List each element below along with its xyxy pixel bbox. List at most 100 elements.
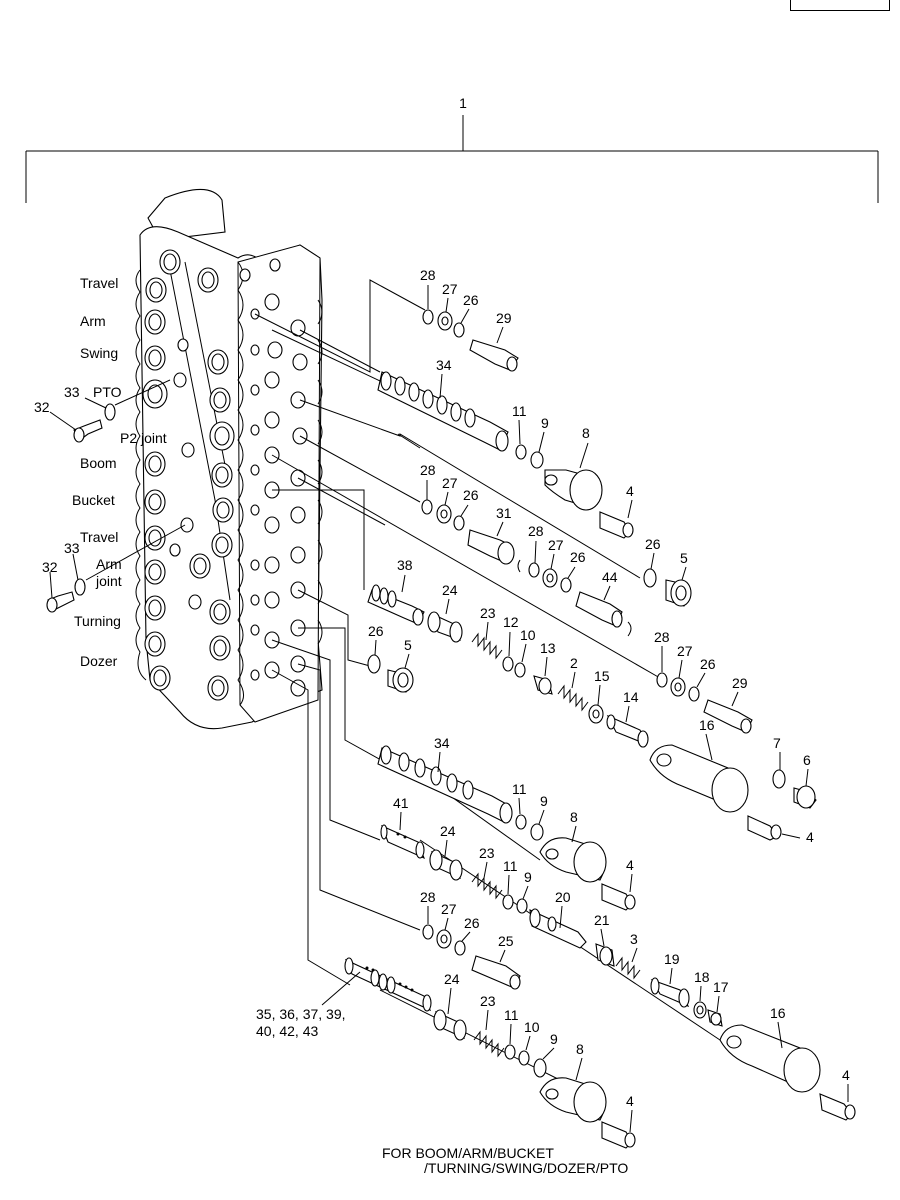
- part-16-b: 16: [770, 1005, 786, 1021]
- part-11-d: 11: [504, 1007, 519, 1023]
- part-4-e: 4: [626, 1093, 634, 1109]
- part-10-b: 10: [524, 1019, 540, 1035]
- part-8-a: 8: [582, 425, 590, 441]
- part-23-a: 23: [480, 605, 496, 621]
- label-turning: Turning: [74, 613, 121, 629]
- parts-row-d: 38 24 23 12 10 13: [367, 557, 556, 695]
- part-15: 15: [594, 668, 610, 684]
- part-9-c: 9: [524, 869, 532, 885]
- part-13: 13: [540, 640, 556, 656]
- cap-group-16-upper: 16 7 6 4: [649, 717, 817, 845]
- assembly-bracket: 1: [25, 95, 879, 203]
- page-corner-box: [790, 0, 890, 11]
- cap-group-middle: 11 9 8 4: [512, 781, 636, 911]
- part-9-a: 9: [541, 415, 549, 431]
- part-5-a: 5: [680, 550, 688, 566]
- side-ports: [250, 293, 308, 697]
- footer-line-2: /TURNING/SWING/DOZER/PTO: [424, 1160, 628, 1176]
- front-ports: [142, 249, 281, 701]
- part-26-c: 26: [570, 549, 586, 565]
- part-26-g: 26: [464, 915, 480, 931]
- part-35-43-line1: 35, 36, 37, 39,: [256, 1006, 346, 1022]
- part-18: 18: [694, 969, 710, 985]
- spool-34-lower: 34: [377, 735, 513, 824]
- part-38: 38: [397, 557, 413, 573]
- label-travel-bottom: Travel: [80, 529, 118, 545]
- part-28-d: 28: [654, 629, 670, 645]
- part-26-b: 26: [463, 487, 479, 503]
- part-34-lower: 34: [434, 735, 450, 751]
- part-12: 12: [503, 614, 519, 630]
- part-3: 3: [630, 931, 638, 947]
- cap-group-16-lower: 16 4: [719, 1005, 856, 1121]
- part-24-a: 24: [442, 582, 458, 598]
- part-19: 19: [664, 951, 680, 967]
- part-4-c: 4: [626, 857, 634, 873]
- label-dozer: Dozer: [80, 653, 118, 669]
- part-9-d: 9: [550, 1031, 558, 1047]
- part-26-d: 26: [645, 536, 661, 552]
- part-27-c: 27: [548, 537, 564, 553]
- spool-34-upper: 34: [377, 357, 509, 452]
- part-11-a: 11: [512, 403, 527, 419]
- label-swing: Swing: [80, 345, 118, 361]
- part-27-a: 27: [442, 281, 458, 297]
- part-27-b: 27: [442, 475, 458, 491]
- part-27-e: 27: [441, 901, 457, 917]
- parts-row-i: 28 27 26 25: [420, 889, 521, 990]
- part-11-c: 11: [503, 858, 518, 874]
- part-4-a: 4: [626, 483, 634, 499]
- label-travel-top: Travel: [80, 275, 118, 291]
- part-44: 44: [602, 569, 618, 585]
- label-boom: Boom: [80, 455, 117, 471]
- part-34-upper: 34: [436, 357, 452, 373]
- label-bucket: Bucket: [72, 492, 115, 508]
- parts-row-j: 35, 36, 37, 39, 40, 42, 43 24 23 11 10 9…: [256, 957, 636, 1149]
- part-33-lower: 33: [64, 540, 80, 556]
- part-28-e: 28: [420, 889, 436, 905]
- part-24-b: 24: [440, 823, 456, 839]
- label-arm-joint-line2: joint: [95, 573, 122, 589]
- part-17: 17: [713, 979, 729, 995]
- part-7: 7: [773, 735, 781, 751]
- label-arm-joint-line1: Arm: [96, 556, 122, 572]
- part-33-upper: 33: [64, 384, 80, 400]
- parts-row-h: 20 21 3 19 18 17: [529, 889, 729, 1027]
- part-27-d: 27: [677, 643, 693, 659]
- plug-group-right: 26 5: [643, 536, 692, 607]
- part-24-c: 24: [444, 971, 460, 987]
- label-p2-joint: P2 joint: [120, 430, 167, 446]
- parts-row-e: 2 15 14: [557, 655, 649, 748]
- part-35-43-line2: 40, 42, 43: [256, 1023, 318, 1039]
- parts-row-f: 28 27 26 29: [654, 629, 753, 734]
- part-11-b: 11: [512, 781, 527, 797]
- label-pto: PTO: [93, 384, 122, 400]
- part-26-a: 26: [463, 292, 479, 308]
- control-valve-body: [135, 188, 323, 730]
- part-41: 41: [393, 795, 409, 811]
- part-4-d: 4: [842, 1067, 850, 1083]
- part-26-f: 26: [700, 656, 716, 672]
- part-28-a: 28: [420, 267, 436, 283]
- left-bolts: 32 33 32 33: [34, 379, 186, 613]
- part-25: 25: [498, 933, 514, 949]
- part-5-b: 5: [404, 637, 412, 653]
- section-labels: Travel Arm Swing PTO P2 joint Boom Bucke…: [72, 275, 167, 669]
- part-28-b: 28: [420, 462, 436, 478]
- part-26-e: 26: [368, 623, 384, 639]
- leader-lines: [254, 279, 721, 1081]
- part-23-b: 23: [479, 845, 495, 861]
- label-arm-top: Arm: [80, 313, 106, 329]
- part-4-b: 4: [806, 829, 814, 845]
- part-20: 20: [555, 889, 571, 905]
- part-14: 14: [623, 689, 639, 705]
- part-28-c: 28: [528, 523, 544, 539]
- parts-row-a: 28 27 26 29: [420, 267, 519, 372]
- assembly-number: 1: [459, 95, 467, 111]
- parts-row-g: 41 24 23 11 9: [380, 795, 532, 914]
- part-2: 2: [570, 655, 578, 671]
- part-23-c: 23: [480, 993, 496, 1009]
- part-6: 6: [803, 752, 811, 768]
- part-21: 21: [594, 912, 610, 928]
